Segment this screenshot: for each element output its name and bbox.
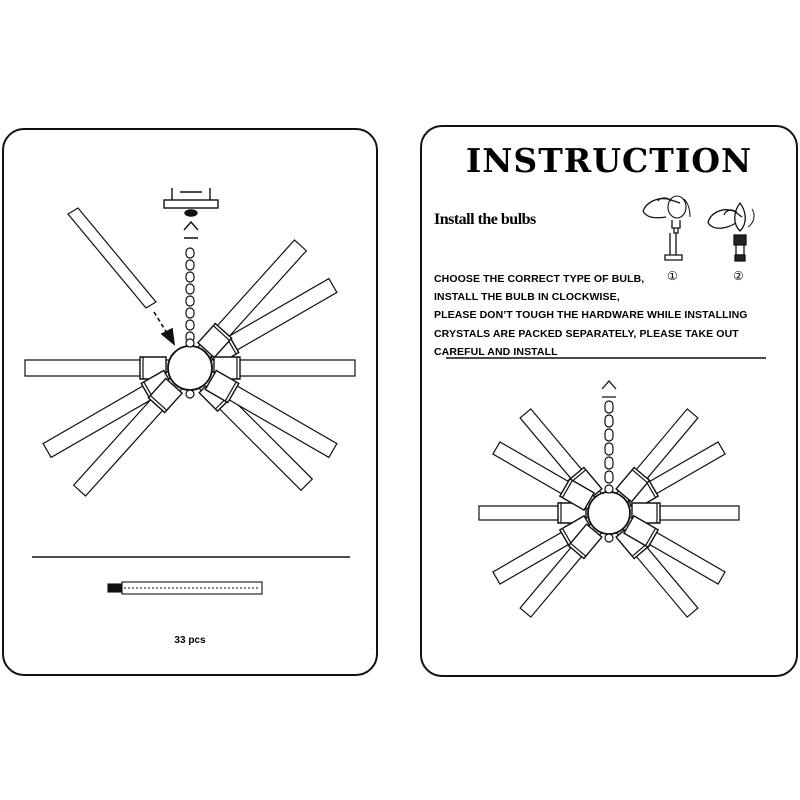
hand-bulb-step-2-icon (707, 201, 755, 262)
loose-crystal-arm (67, 207, 157, 309)
crystal-arm (627, 502, 740, 524)
chain-link (185, 271, 195, 283)
instruction-line-1: CHOOSE THE CORRECT TYPE OF BULB, (434, 273, 645, 285)
top-loop (185, 338, 195, 348)
chandelier (24, 239, 356, 497)
bulb-socket (196, 322, 233, 359)
crystal-count-label: 33 pcs (174, 635, 206, 646)
install-bulbs-heading: Install the bulbs (434, 211, 536, 228)
instruction-line-4: CRYSTALS ARE PACKED SEPARATELY, PLEASE T… (434, 328, 739, 340)
bulb-socket (567, 523, 603, 560)
socket-ring (645, 528, 657, 546)
crystal-arm (24, 356, 171, 380)
chain-link (185, 247, 195, 259)
hand-bulb-step-1-icon (642, 195, 691, 261)
rod-cap (107, 583, 123, 593)
hook-shape (601, 380, 617, 398)
canopy-nut (184, 209, 198, 217)
crystal-arm (478, 502, 591, 524)
chain-link (604, 428, 614, 442)
chain-link (604, 470, 614, 484)
crystal-tube (67, 207, 157, 309)
chain-link (604, 400, 614, 414)
chain-link (185, 319, 195, 331)
bottom-finial (604, 533, 614, 543)
chain-link (604, 456, 614, 470)
chain (185, 247, 195, 343)
step-2-number: ② (733, 269, 744, 283)
instruction-title: INSTRUCTION (465, 141, 753, 180)
chain (604, 400, 614, 484)
hook (601, 380, 617, 398)
bulb-socket (147, 377, 184, 414)
instruction-line-3: PLEASE DON’T TOUGH THE HARDWARE WHILE IN… (434, 309, 748, 321)
crystal-arm (519, 522, 603, 618)
socket-ring (224, 381, 237, 402)
ceiling-canopy (163, 188, 219, 239)
chain-link (185, 259, 195, 271)
hook (183, 220, 199, 239)
hub-sphere (167, 345, 213, 391)
chandelier-illustration (446, 357, 766, 618)
chain-link (185, 307, 195, 319)
bulb-install-steps-illustration: ① ② (642, 195, 755, 283)
bulb-socket (615, 466, 651, 503)
top-loop (604, 484, 614, 494)
bottom-finial (185, 389, 195, 399)
socket-ring (561, 480, 573, 498)
instruction-panel: INSTRUCTION Install the bulbs ① (420, 125, 798, 677)
crystal-rod-piece (107, 581, 263, 595)
socket-ring (631, 469, 648, 484)
instruction-line-2: INSTALL THE BULB IN CLOCKWISE, (434, 291, 620, 303)
arrow-head (160, 327, 176, 346)
mounting-plate (163, 199, 219, 209)
crystal-arm (209, 356, 356, 380)
chandelier-assembly-illustration (24, 188, 356, 595)
chain-link (604, 442, 614, 456)
arrow-shaft (153, 311, 168, 334)
insert-arrow-icon (153, 311, 176, 346)
instruction-line-5: CAREFUL AND INSTALL (434, 346, 558, 358)
chain-link (604, 414, 614, 428)
assembly-diagram-panel: 33 pcs (2, 128, 378, 676)
hub-sphere (587, 491, 631, 535)
chain-link (185, 283, 195, 295)
chandelier (478, 400, 740, 618)
step-1-number: ① (667, 269, 678, 283)
socket-ring (212, 325, 231, 341)
socket-ring (570, 542, 587, 557)
socket-ring (149, 395, 168, 411)
bulb-socket (204, 369, 240, 404)
chain-link (185, 295, 195, 307)
crystal-arm (202, 369, 338, 459)
